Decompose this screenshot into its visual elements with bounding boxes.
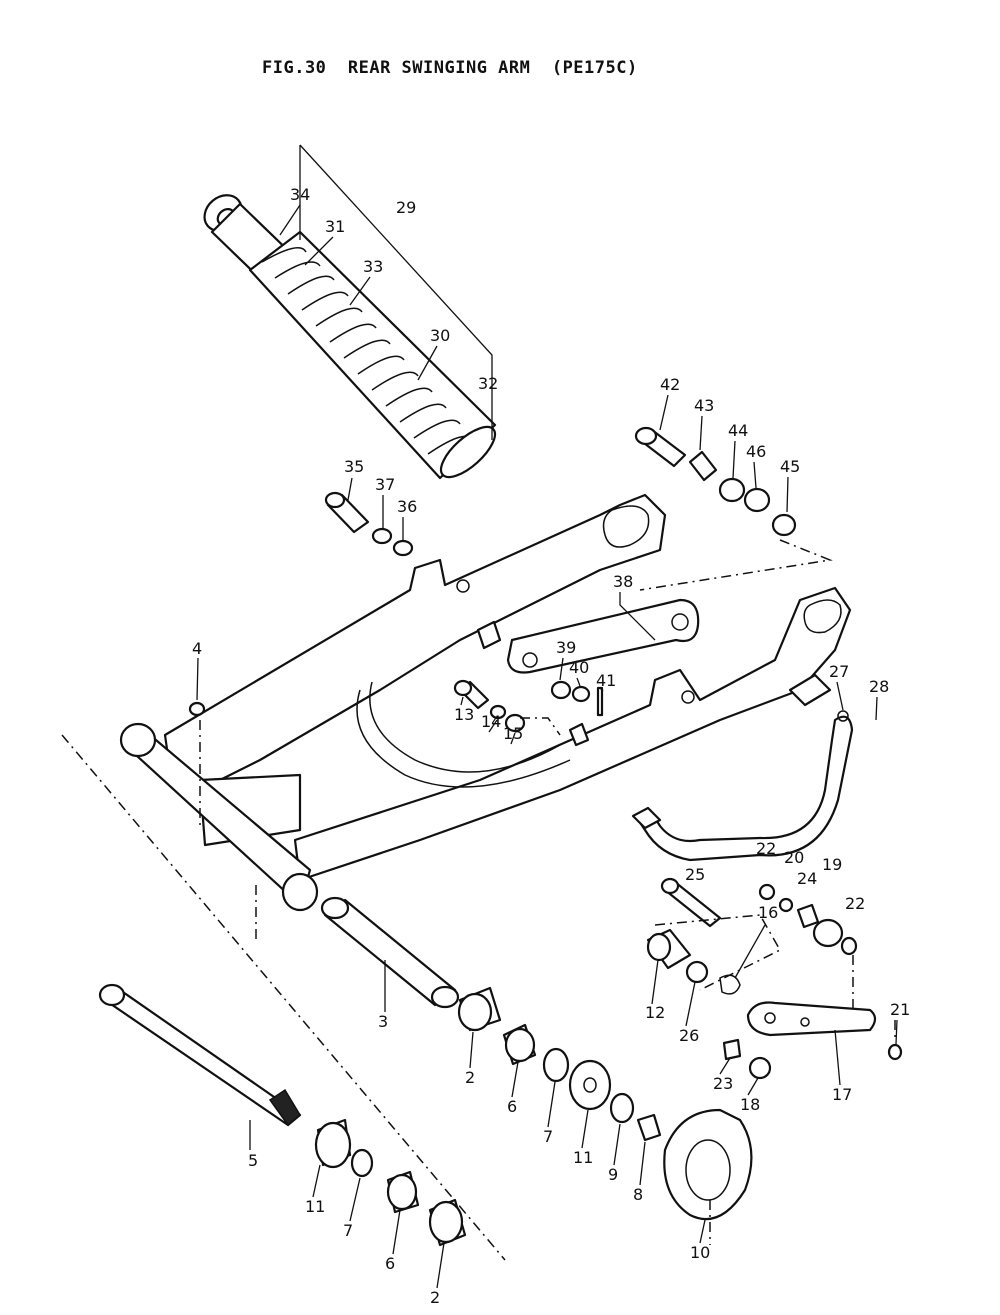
label-2: 2 (465, 1068, 475, 1087)
label-6: 6 (507, 1097, 517, 1116)
label-22: 22 (756, 839, 776, 858)
label-36: 36 (397, 497, 417, 516)
shock-upper-bolt (634, 426, 797, 537)
label-43: 43 (694, 396, 714, 415)
rear-shock-absorber (203, 194, 497, 480)
label-7: 7 (543, 1127, 553, 1146)
label-27: 27 (829, 662, 849, 681)
label-24: 24 (797, 869, 817, 888)
label-2b: 2 (430, 1288, 440, 1307)
chain-adjuster-plate (506, 598, 700, 674)
label-12: 12 (645, 1003, 665, 1022)
label-5: 5 (248, 1151, 258, 1170)
label-25: 25 (685, 865, 705, 884)
label-14: 14 (481, 712, 501, 731)
label-18: 18 (740, 1095, 760, 1114)
label-46: 46 (746, 442, 766, 461)
label-44: 44 (728, 421, 748, 440)
bushings (314, 986, 662, 1247)
label-35: 35 (344, 457, 364, 476)
label-37: 37 (375, 475, 395, 494)
label-17: 17 (832, 1085, 852, 1104)
label-42: 42 (660, 375, 680, 394)
label-34: 34 (290, 185, 310, 204)
label-15: 15 (503, 724, 523, 743)
label-23: 23 (713, 1074, 733, 1093)
label-21: 21 (890, 1000, 910, 1019)
label-10: 10 (690, 1243, 710, 1262)
label-11b: 11 (305, 1197, 325, 1216)
label-19: 19 (822, 855, 842, 874)
label-4: 4 (192, 639, 202, 658)
label-32: 32 (478, 374, 498, 393)
label-9: 9 (608, 1165, 618, 1184)
part-labels: 29 34 31 33 30 32 35 37 36 42 43 44 46 4… (192, 185, 910, 1307)
label-16: 16 (758, 903, 778, 922)
figure-title: FIG.30 REAR SWINGING ARM (PE175C) (262, 58, 638, 78)
label-45: 45 (780, 457, 800, 476)
dust-cover (663, 1108, 753, 1221)
label-41: 41 (596, 671, 616, 690)
label-31: 31 (325, 217, 345, 236)
label-26: 26 (679, 1026, 699, 1045)
label-13: 13 (454, 705, 474, 724)
label-22b: 22 (845, 894, 865, 913)
label-30: 30 (430, 326, 450, 345)
label-3: 3 (378, 1012, 388, 1031)
label-8: 8 (633, 1185, 643, 1204)
label-7b: 7 (343, 1221, 353, 1240)
label-39: 39 (556, 638, 576, 657)
label-28: 28 (869, 677, 889, 696)
label-33: 33 (363, 257, 383, 276)
label-29: 29 (396, 198, 416, 217)
swing-arm (119, 493, 852, 912)
shock-lower-bolt (324, 491, 414, 557)
label-11: 11 (573, 1148, 593, 1167)
label-6b: 6 (385, 1254, 395, 1273)
torque-link (633, 715, 854, 862)
label-20: 20 (784, 848, 804, 867)
pivot-shaft-bolt (103, 988, 302, 1127)
label-40: 40 (569, 658, 589, 677)
label-38: 38 (613, 572, 633, 591)
